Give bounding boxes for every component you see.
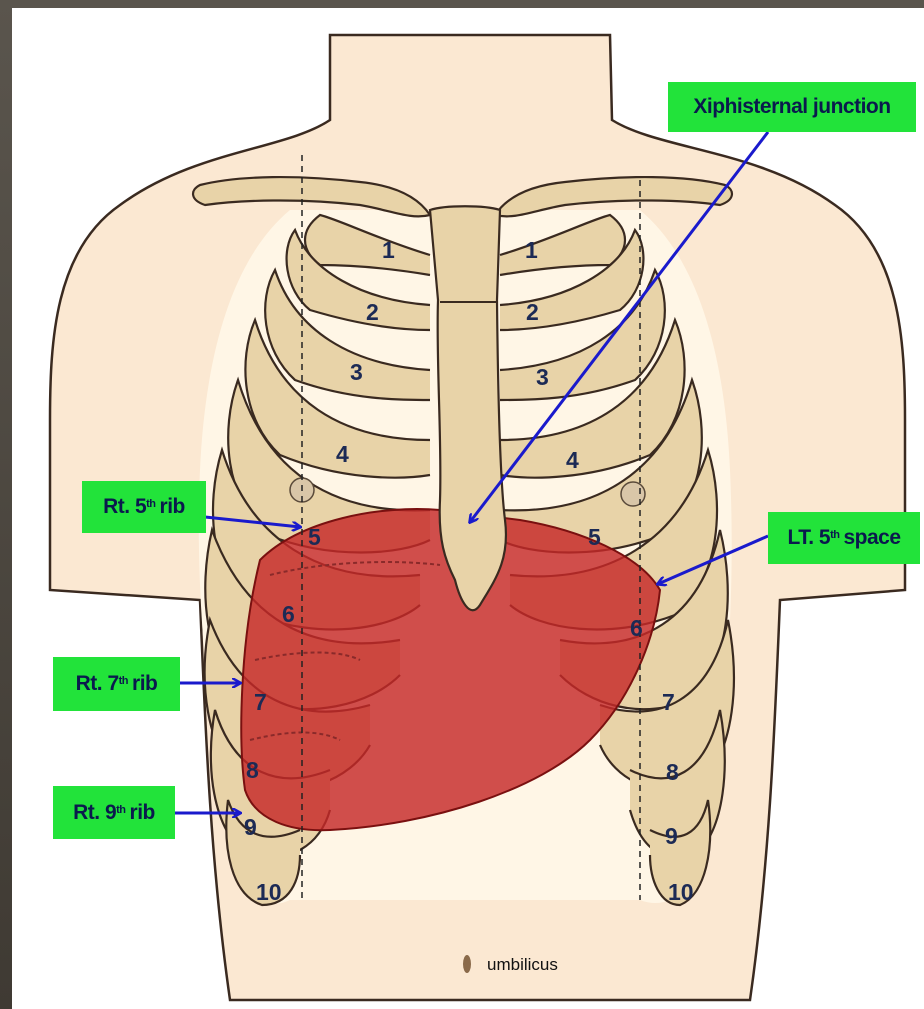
callout-text: rib [130,801,155,825]
callout-superscript: th [830,529,839,541]
rib-number: 8 [246,757,259,783]
left-nipple [621,482,645,506]
umbilicus-label: umbilicus [487,955,558,975]
callout-superscript: th [119,675,128,687]
callout-text: Rt. 9 [73,801,116,825]
rib-number: 9 [244,814,257,840]
rib-number: 5 [308,524,321,550]
rib-number: 7 [662,689,675,715]
rib-number: 4 [566,447,579,473]
callout-text: space [843,526,900,550]
xiphisternal-junction-label: Xiphisternal junction [668,82,916,132]
rib-number: 1 [525,237,538,263]
rib-number: 8 [666,759,679,785]
rib-number: 2 [366,299,379,325]
callout-text: Rt. 5 [103,495,146,519]
rib-number: 6 [282,601,295,627]
callout-text: Xiphisternal junction [693,95,890,119]
callout-superscript: th [116,804,125,816]
rib-number: 10 [256,879,282,905]
umbilicus-mark [463,955,471,973]
callout-text: LT. 5 [787,526,830,550]
rib-number: 1 [382,237,395,263]
callout-superscript: th [146,498,155,510]
rib-number: 6 [630,615,643,641]
rib-number: 7 [254,689,267,715]
rib-number: 9 [665,823,678,849]
callout-text: Rt. 7 [76,672,119,696]
rib-number: 10 [668,879,694,905]
rib-number: 5 [588,524,601,550]
rib-number: 4 [336,441,349,467]
callout-text: rib [132,672,157,696]
rib-number: 2 [526,299,539,325]
rib-number: 3 [350,359,363,385]
callout-text: rib [160,495,185,519]
rib-number: 3 [536,364,549,390]
